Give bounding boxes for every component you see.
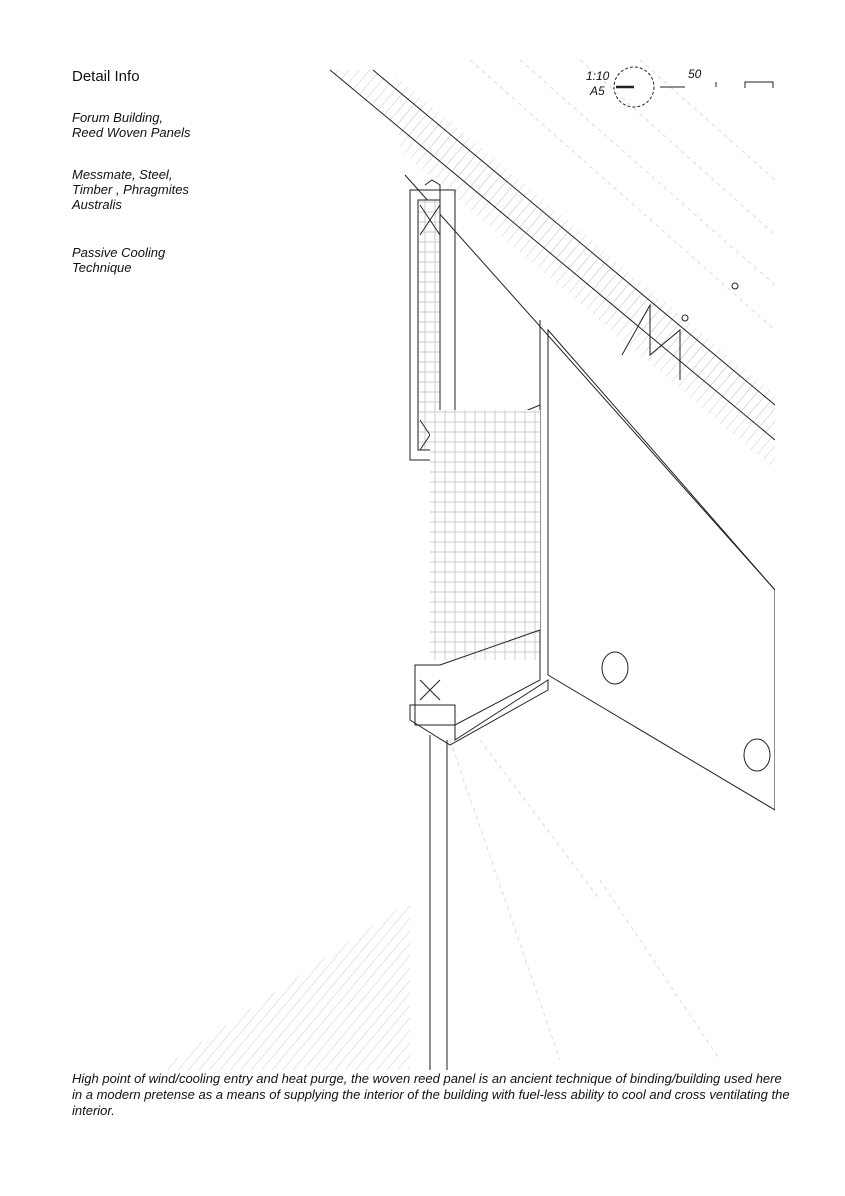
caption: High point of wind/cooling entry and hea… xyxy=(72,1071,790,1118)
wall-panel xyxy=(547,328,775,811)
woven-reed-panel xyxy=(430,410,540,660)
rafter-cross xyxy=(621,303,681,380)
scale-ratio: 1:10 xyxy=(586,69,610,83)
materials: Messmate, Steel, Timber , Phragmites Aus… xyxy=(72,167,189,212)
background-hatch xyxy=(449,60,775,1061)
page-title: Detail Info xyxy=(72,68,140,85)
sheet-size: A5 xyxy=(590,84,605,98)
project-name: Forum Building, Reed Woven Panels xyxy=(72,110,191,140)
technique: Passive Cooling Technique xyxy=(72,245,166,275)
floor-decking xyxy=(160,900,410,1070)
scale-bar xyxy=(613,66,774,108)
sill xyxy=(414,629,541,726)
upper-frame xyxy=(409,189,541,461)
scale-bar-label: 50 xyxy=(688,67,702,81)
